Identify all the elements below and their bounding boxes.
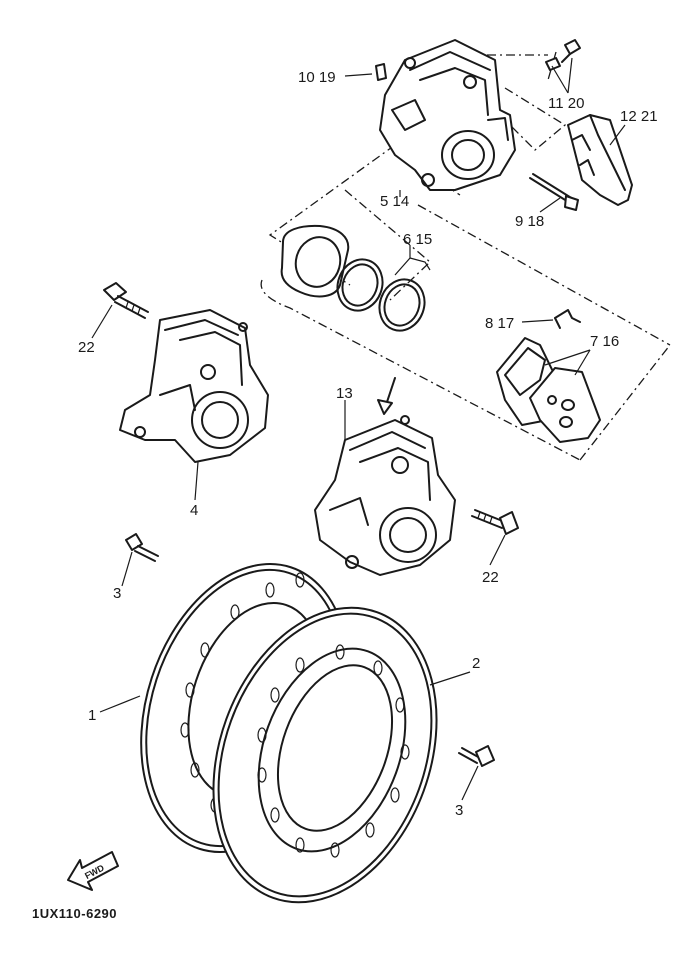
label-caliper-assy-upper: 5 14 (380, 193, 409, 210)
label-seal-kit: 6 15 (403, 231, 432, 248)
long-pin (529, 173, 579, 211)
label-caliper-left: 4 (190, 502, 198, 519)
label-screw-left: 3 (113, 585, 121, 602)
leader-lines (91, 57, 626, 801)
screw-left (125, 533, 159, 562)
piston (280, 224, 350, 298)
bleed-screw-upper (545, 39, 581, 71)
label-pad-kit: 7 16 (590, 333, 619, 350)
label-bolt-right: 22 (482, 569, 499, 586)
part-labels: 10 19 11 20 12 21 5 14 9 18 6 15 8 17 7 … (78, 69, 658, 819)
label-caliper-right: 13 (336, 385, 353, 402)
screw-right (458, 745, 495, 767)
pad-cover (567, 114, 633, 206)
bolt-left-upper (103, 282, 149, 319)
small-pin-upper (375, 63, 387, 81)
piston-seals (336, 258, 426, 332)
bolt-right (471, 509, 519, 535)
brake-pads (496, 337, 601, 443)
pad-spring (554, 309, 581, 329)
label-disc-right: 2 (472, 655, 480, 672)
caliper-right (314, 415, 456, 576)
label-bolt-left: 22 (78, 339, 95, 356)
label-pin: 9 18 (515, 213, 544, 230)
caliper-left (119, 309, 269, 463)
label-bleed-screw: 11 20 (548, 95, 584, 112)
label-disc-left: 1 (88, 707, 96, 724)
caliper-body-exploded (379, 39, 516, 191)
drawing-code: 1UX110-6290 (32, 906, 117, 921)
label-pad-cover: 12 21 (620, 108, 658, 125)
label-screw-right: 3 (455, 802, 463, 819)
label-pad-spring: 8 17 (485, 315, 514, 332)
label-caliper-bolt-pin: 10 19 (298, 69, 336, 86)
fwd-arrow-icon: FWD (67, 851, 119, 891)
assembly-arrow (377, 377, 396, 415)
brake-disc-right (212, 606, 438, 904)
